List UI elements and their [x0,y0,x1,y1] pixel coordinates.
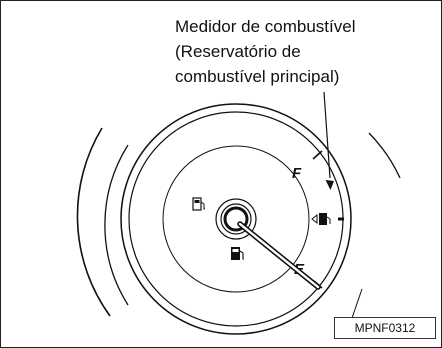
callout-line [323,91,331,179]
fuel-pump-icon [192,197,205,211]
fuel-door-indicator-icon [311,213,331,225]
outer-arc-left-1 [76,127,111,317]
caption-line-3: combustível principal) [175,67,340,86]
caption-line-2: (Reservatório de [175,42,301,61]
full-label: F [292,165,302,182]
figure-code: MPNF0312 [334,317,436,339]
fuel-gauge-caption: Medidor de combustível (Reservatório de … [175,14,355,89]
figure-code-leader [351,288,363,319]
outer-arc-right-1 [368,132,401,179]
full-tick [312,150,323,160]
outer-arc-left-2 [104,144,129,306]
gauge-inner-ring [162,145,310,293]
fuel-pump-warning-icon [231,247,244,260]
caption-line-1: Medidor de combustível [175,17,356,36]
gauge-needle [237,221,321,290]
callout-arrowhead [325,180,334,190]
